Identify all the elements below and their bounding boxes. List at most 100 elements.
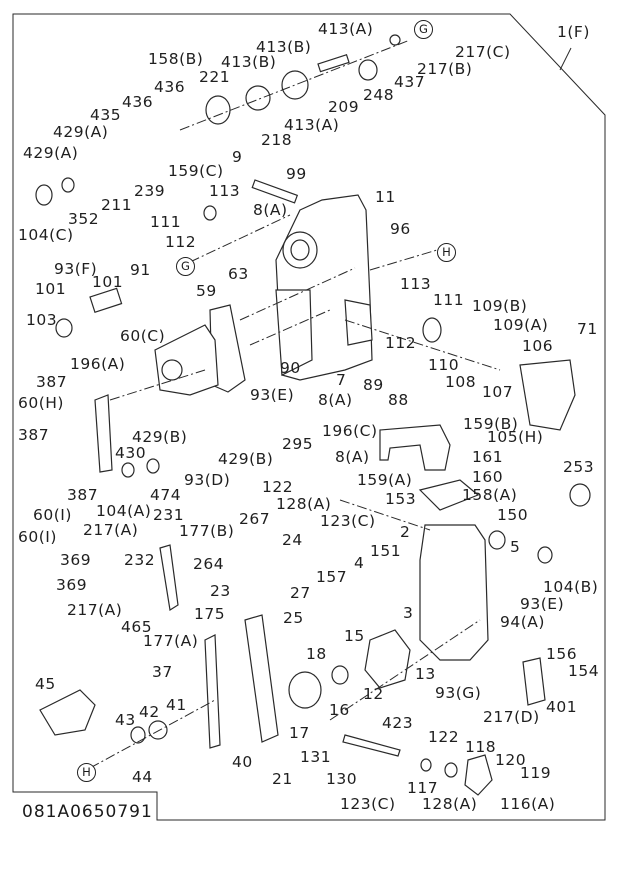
part-callout-437[interactable]: 437 — [394, 73, 426, 91]
part-callout-91[interactable]: 91 — [130, 261, 151, 279]
part-callout-27[interactable]: 27 — [290, 584, 311, 602]
part-callout-60h[interactable]: 60(H) — [18, 394, 64, 412]
part-callout-40[interactable]: 40 — [232, 753, 253, 771]
part-callout-117[interactable]: 117 — [407, 779, 439, 797]
part-callout-465[interactable]: 465 — [121, 618, 153, 636]
part-callout-295[interactable]: 295 — [282, 435, 314, 453]
part-callout-413b[interactable]: 413(B) — [221, 53, 277, 71]
part-callout-37[interactable]: 37 — [152, 663, 173, 681]
part-callout-209[interactable]: 209 — [328, 98, 360, 116]
part-callout-221[interactable]: 221 — [199, 68, 231, 86]
part-callout-3[interactable]: 3 — [403, 604, 414, 622]
part-callout-23[interactable]: 23 — [210, 582, 231, 600]
part-callout-108[interactable]: 108 — [445, 373, 477, 391]
part-callout-93d[interactable]: 93(D) — [184, 471, 231, 489]
part-callout-151[interactable]: 151 — [370, 542, 402, 560]
part-callout-369[interactable]: 369 — [60, 551, 92, 569]
part-callout-253[interactable]: 253 — [563, 458, 595, 476]
part-callout-104b[interactable]: 104(B) — [543, 578, 599, 596]
part-callout-429a[interactable]: 429(A) — [23, 144, 79, 162]
part-callout-44[interactable]: 44 — [132, 768, 153, 786]
part-callout-436[interactable]: 436 — [122, 93, 154, 111]
part-callout-60c[interactable]: 60(C) — [120, 327, 166, 345]
part-callout-156[interactable]: 156 — [546, 645, 578, 663]
part-callout-25[interactable]: 25 — [283, 609, 304, 627]
part-callout-122[interactable]: 122 — [428, 728, 460, 746]
part-callout-93f[interactable]: 93(F) — [54, 260, 98, 278]
part-callout-196a[interactable]: 196(A) — [70, 355, 126, 373]
part-callout-474[interactable]: 474 — [150, 486, 182, 504]
part-callout-105h[interactable]: 105(H) — [487, 428, 544, 446]
part-callout-101[interactable]: 101 — [92, 273, 124, 291]
part-callout-107[interactable]: 107 — [482, 383, 514, 401]
part-callout-423[interactable]: 423 — [382, 714, 414, 732]
part-callout-60i[interactable]: 60(I) — [18, 528, 57, 546]
part-callout-112[interactable]: 112 — [165, 233, 197, 251]
part-callout-175[interactable]: 175 — [194, 605, 226, 623]
part-callout-123c[interactable]: 123(C) — [320, 512, 376, 530]
part-callout-429b[interactable]: 429(B) — [218, 450, 274, 468]
part-callout-264[interactable]: 264 — [193, 555, 225, 573]
part-callout-9[interactable]: 9 — [232, 148, 243, 166]
part-callout-1f[interactable]: 1(F) — [557, 23, 590, 41]
part-callout-18[interactable]: 18 — [306, 645, 327, 663]
part-callout-430[interactable]: 430 — [115, 444, 147, 462]
part-callout-113[interactable]: 113 — [400, 275, 432, 293]
part-callout-89[interactable]: 89 — [363, 376, 384, 394]
part-callout-130[interactable]: 130 — [326, 770, 358, 788]
part-callout-436[interactable]: 436 — [154, 78, 186, 96]
part-callout-112[interactable]: 112 — [385, 334, 417, 352]
part-callout-99[interactable]: 99 — [286, 165, 307, 183]
part-callout-217a[interactable]: 217(A) — [83, 521, 139, 539]
part-callout-109a[interactable]: 109(A) — [493, 316, 549, 334]
part-callout-16[interactable]: 16 — [329, 701, 350, 719]
part-callout-42[interactable]: 42 — [139, 703, 160, 721]
part-callout-429b[interactable]: 429(B) — [132, 428, 188, 446]
part-callout-24[interactable]: 24 — [282, 531, 303, 549]
part-callout-5[interactable]: 5 — [510, 538, 521, 556]
part-callout-352[interactable]: 352 — [68, 210, 100, 228]
part-callout-63[interactable]: 63 — [228, 265, 249, 283]
part-callout-131[interactable]: 131 — [300, 748, 332, 766]
part-callout-113[interactable]: 113 — [209, 182, 241, 200]
part-callout-88[interactable]: 88 — [388, 391, 409, 409]
part-callout-12[interactable]: 12 — [363, 685, 384, 703]
part-callout-158b[interactable]: 158(B) — [148, 50, 204, 68]
part-callout-43[interactable]: 43 — [115, 711, 136, 729]
part-callout-153[interactable]: 153 — [385, 490, 417, 508]
part-callout-248[interactable]: 248 — [363, 86, 395, 104]
part-callout-45[interactable]: 45 — [35, 675, 56, 693]
part-callout-123c[interactable]: 123(C) — [340, 795, 396, 813]
part-callout-217c[interactable]: 217(C) — [455, 43, 511, 61]
part-callout-8a[interactable]: 8(A) — [318, 391, 353, 409]
part-callout-413a[interactable]: 413(A) — [284, 116, 340, 134]
part-callout-101[interactable]: 101 — [35, 280, 67, 298]
part-callout-120[interactable]: 120 — [495, 751, 527, 769]
part-callout-41[interactable]: 41 — [166, 696, 187, 714]
part-callout-429a[interactable]: 429(A) — [53, 123, 109, 141]
part-callout-159c[interactable]: 159(C) — [168, 162, 224, 180]
part-callout-232[interactable]: 232 — [124, 551, 156, 569]
part-callout-369[interactable]: 369 — [56, 576, 88, 594]
part-callout-93e[interactable]: 93(E) — [250, 386, 295, 404]
part-callout-387[interactable]: 387 — [18, 426, 50, 444]
part-callout-159b[interactable]: 159(B) — [463, 415, 519, 433]
part-callout-111[interactable]: 111 — [433, 291, 465, 309]
part-callout-13[interactable]: 13 — [415, 665, 436, 683]
part-callout-387[interactable]: 387 — [67, 486, 99, 504]
part-callout-239[interactable]: 239 — [134, 182, 166, 200]
part-callout-116a[interactable]: 116(A) — [500, 795, 556, 813]
part-callout-96[interactable]: 96 — [390, 220, 411, 238]
part-callout-161[interactable]: 161 — [472, 448, 504, 466]
part-callout-231[interactable]: 231 — [153, 506, 185, 524]
part-callout-267[interactable]: 267 — [239, 510, 271, 528]
part-callout-93e[interactable]: 93(E) — [520, 595, 565, 613]
part-callout-8a[interactable]: 8(A) — [335, 448, 370, 466]
part-callout-71[interactable]: 71 — [577, 320, 598, 338]
part-callout-211[interactable]: 211 — [101, 196, 133, 214]
part-callout-157[interactable]: 157 — [316, 568, 348, 586]
part-callout-159a[interactable]: 159(A) — [357, 471, 413, 489]
part-callout-413a[interactable]: 413(A) — [318, 20, 374, 38]
part-callout-177b[interactable]: 177(B) — [179, 522, 235, 540]
part-callout-128a[interactable]: 128(A) — [422, 795, 478, 813]
